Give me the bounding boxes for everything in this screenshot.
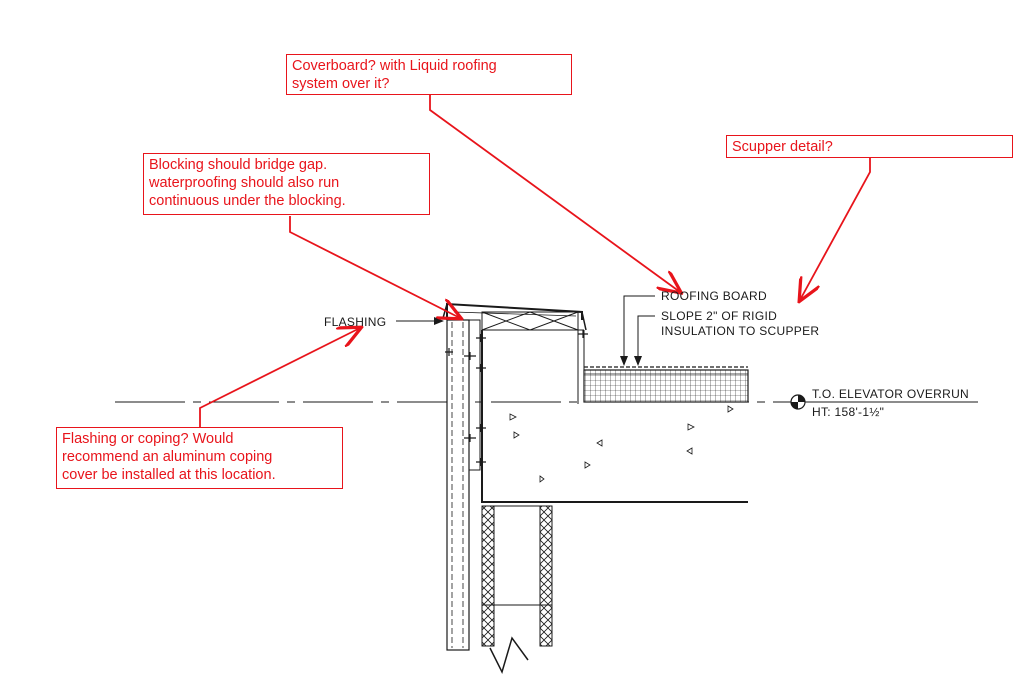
callout-line: Scupper detail? bbox=[732, 139, 833, 155]
callout-line: Coverboard? with Liquid roofing bbox=[292, 58, 497, 74]
scupper-callout[interactable]: Scupper detail? bbox=[726, 135, 1013, 158]
callout-line: continuous under the blocking. bbox=[149, 193, 346, 209]
markup-leaders bbox=[199, 95, 871, 428]
exterior-wall-layers bbox=[446, 319, 481, 651]
callout-line: cover be installed at this location. bbox=[62, 467, 276, 483]
roof-assembly bbox=[583, 366, 749, 403]
coverboard-callout[interactable]: Coverboard? with Liquid roofing system o… bbox=[286, 54, 572, 95]
flashing-callout[interactable]: Flashing or coping? Would recommend an a… bbox=[56, 427, 343, 489]
stud-wall bbox=[481, 505, 553, 675]
fasteners bbox=[445, 330, 588, 466]
callout-line: recommend an aluminum coping bbox=[62, 449, 273, 465]
blocking-callout[interactable]: Blocking should bridge gap. waterproofin… bbox=[143, 153, 430, 215]
callout-line: Blocking should bridge gap. bbox=[149, 157, 328, 173]
callout-line: waterproofing should also run bbox=[149, 175, 340, 191]
flashing-label: FLASHING bbox=[324, 315, 387, 329]
elevation-title: T.O. ELEVATOR OVERRUN bbox=[812, 387, 969, 401]
note-leaders bbox=[396, 295, 655, 366]
callout-line: system over it? bbox=[292, 76, 390, 92]
slope-insulation-label-line2: INSULATION TO SCUPPER bbox=[661, 324, 820, 338]
callout-line: Flashing or coping? Would bbox=[62, 431, 234, 447]
concrete-slab bbox=[481, 329, 748, 503]
elevation-value: HT: 158'-1½" bbox=[812, 405, 885, 419]
roofing-board-label: ROOFING BOARD bbox=[661, 289, 767, 303]
slope-insulation-label-line1: SLOPE 2" OF RIGID bbox=[661, 309, 778, 323]
elevation-target-icon bbox=[790, 394, 978, 410]
